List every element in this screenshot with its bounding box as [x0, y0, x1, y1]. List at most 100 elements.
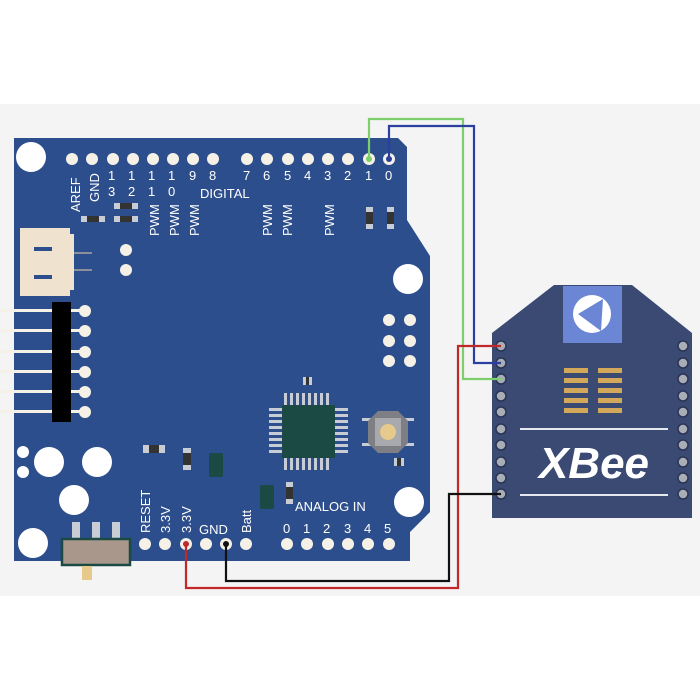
- mounting-hole: [82, 447, 112, 477]
- ftdi-header: [0, 302, 91, 422]
- label-a4: 4: [364, 521, 371, 536]
- label-d4: 4: [304, 168, 311, 183]
- pwm-label: PWM: [260, 204, 275, 236]
- label-3v3-b: 3.3V: [179, 506, 194, 533]
- pin-a4[interactable]: [362, 538, 374, 550]
- wire-red[interactable]: [184, 344, 501, 590]
- pin-gnd[interactable]: [86, 153, 98, 165]
- pin-batt[interactable]: [240, 538, 252, 550]
- pin-d3[interactable]: [322, 153, 334, 165]
- icsp-header: [383, 314, 416, 367]
- digital-pin-labels: AREF GND 13 12 11 10 9 8 DIGITAL 7 6 5 4…: [68, 168, 392, 236]
- label-reset: RESET: [138, 490, 153, 533]
- pwm-label: PWM: [280, 204, 295, 236]
- xbee-pin-16[interactable]: [677, 406, 689, 418]
- xbee-pin-6[interactable]: [495, 423, 507, 435]
- wire-black[interactable]: [224, 492, 501, 583]
- svg-text:1: 1: [168, 168, 175, 183]
- pin-a3[interactable]: [342, 538, 354, 550]
- label-d1: 1: [365, 168, 372, 183]
- pwm-label: PWM: [187, 204, 202, 236]
- svg-text:3: 3: [108, 184, 115, 199]
- wire-green[interactable]: [367, 117, 501, 381]
- pin-d10[interactable]: [167, 153, 179, 165]
- label-batt: Batt: [239, 509, 254, 533]
- pin-d11[interactable]: [147, 153, 159, 165]
- xbee-pin-19[interactable]: [677, 357, 689, 369]
- pin-gnd-power[interactable]: [200, 538, 212, 550]
- xbee-pin-12[interactable]: [677, 472, 689, 484]
- pin-3v3-a[interactable]: [159, 538, 171, 550]
- smd-components-bottom: [143, 445, 293, 509]
- wire-blue[interactable]: [387, 124, 501, 365]
- xbee-pin-9[interactable]: [495, 472, 507, 484]
- analog-header-label: ANALOG IN: [295, 499, 366, 514]
- jst-battery-connector: [20, 228, 132, 296]
- xbee-pin-7[interactable]: [495, 439, 507, 451]
- xbee-pin-17[interactable]: [677, 390, 689, 402]
- power-header: RESET 3.3V 3.3V GND Batt: [138, 490, 254, 550]
- reset-button[interactable]: [362, 411, 414, 466]
- xbee-pin-8[interactable]: [495, 456, 507, 468]
- pin-d13[interactable]: [107, 153, 119, 165]
- xbee-pin-18[interactable]: [677, 373, 689, 385]
- pin-a1[interactable]: [301, 538, 313, 550]
- label-d8: 8: [209, 168, 216, 183]
- pin-d8[interactable]: [207, 153, 219, 165]
- smd-components-top: [81, 203, 394, 229]
- xbee-antenna-pads: [564, 368, 622, 413]
- label-d6: 6: [263, 168, 270, 183]
- pin-d7[interactable]: [241, 153, 253, 165]
- svg-text:2: 2: [128, 184, 135, 199]
- label-a3: 3: [344, 521, 351, 536]
- diagram-svg: AREF GND 13 12 11 10 9 8 DIGITAL 7 6 5 4…: [0, 117, 692, 590]
- xbee-pin-15[interactable]: [677, 423, 689, 435]
- microcontroller-chip: [269, 377, 348, 470]
- label-gnd: GND: [87, 173, 102, 202]
- arduino-board: AREF GND 13 12 11 10 9 8 DIGITAL 7 6 5 4…: [0, 138, 430, 580]
- svg-text:0: 0: [168, 184, 175, 199]
- svg-text:1: 1: [148, 184, 155, 199]
- xbee-pin-11[interactable]: [677, 488, 689, 500]
- pin-d6[interactable]: [261, 153, 273, 165]
- digital-header-label: DIGITAL: [200, 186, 250, 201]
- mounting-hole: [16, 142, 46, 172]
- mounting-hole: [34, 447, 64, 477]
- pin-d4[interactable]: [302, 153, 314, 165]
- label-d2: 2: [344, 168, 351, 183]
- pin-aref[interactable]: [66, 153, 78, 165]
- label-d0: 0: [385, 168, 392, 183]
- mounting-hole: [393, 264, 423, 294]
- analog-header: ANALOG IN 0 1 2 3 4 5: [281, 499, 395, 550]
- label-a2: 2: [323, 521, 330, 536]
- label-gnd-power: GND: [199, 522, 228, 537]
- xbee-pin-20[interactable]: [677, 340, 689, 352]
- pin-reset[interactable]: [139, 538, 151, 550]
- label-d3: 3: [324, 168, 331, 183]
- digital-header: [66, 153, 395, 165]
- pin-d2[interactable]: [342, 153, 354, 165]
- pwm-label: PWM: [322, 204, 337, 236]
- pin-a2[interactable]: [322, 538, 334, 550]
- label-a5: 5: [384, 521, 391, 536]
- power-switch[interactable]: [60, 522, 132, 580]
- label-3v3-a: 3.3V: [158, 506, 173, 533]
- xbee-right-pins: [677, 340, 689, 500]
- xbee-pin-14[interactable]: [677, 439, 689, 451]
- xbee-label: XBee: [536, 439, 649, 488]
- pin-d12[interactable]: [127, 153, 139, 165]
- xbee-pin-5[interactable]: [495, 406, 507, 418]
- xbee-pin-13[interactable]: [677, 456, 689, 468]
- xbee-module: XBee: [492, 285, 692, 518]
- pin-a0[interactable]: [281, 538, 293, 550]
- svg-text:1: 1: [148, 168, 155, 183]
- label-a1: 1: [303, 521, 310, 536]
- label-d9: 9: [189, 168, 196, 183]
- svg-text:1: 1: [108, 168, 115, 183]
- label-aref: AREF: [68, 177, 83, 212]
- pin-a5[interactable]: [383, 538, 395, 550]
- xbee-pin-4[interactable]: [495, 390, 507, 402]
- pin-d9[interactable]: [187, 153, 199, 165]
- pin-d5[interactable]: [282, 153, 294, 165]
